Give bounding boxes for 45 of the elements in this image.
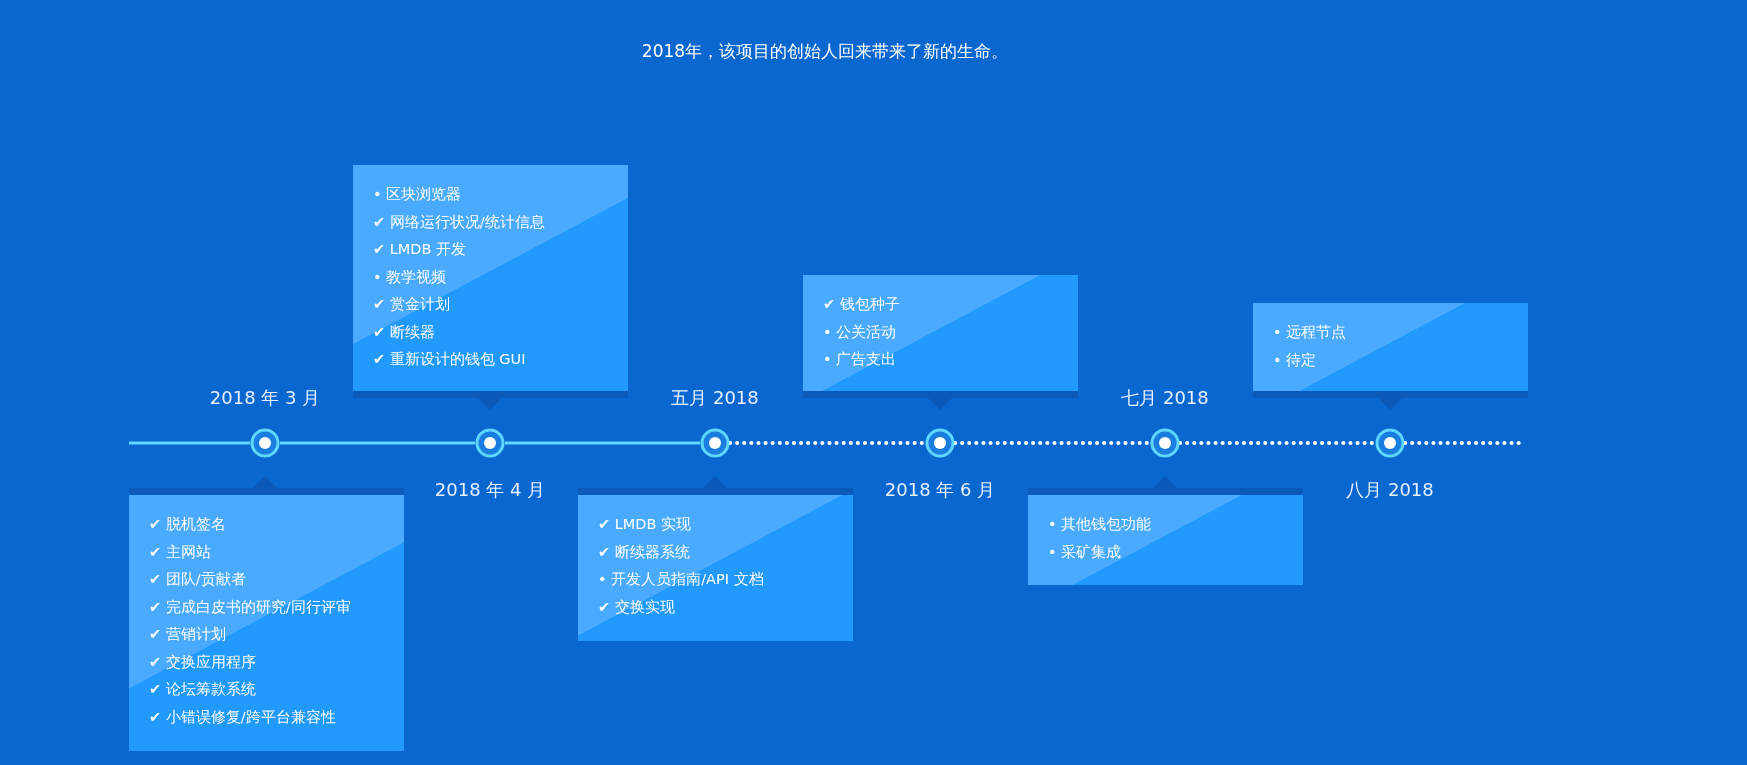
list-item: ✔ LMDB 开发 <box>373 240 468 259</box>
date-label: 2018 年 3 月 <box>209 386 321 410</box>
list-item: ✔ 小错误修复/跨平台兼容性 <box>149 707 337 727</box>
milestone-marker <box>925 428 955 458</box>
dotted-timeline-line <box>728 441 927 445</box>
date-label: 八月 2018 <box>1346 478 1434 502</box>
list-item: • 开发人员指南/API 文档 <box>598 570 765 589</box>
list-item: ✔ 钱包种子 <box>823 295 901 314</box>
list-item: • 待定 <box>1273 350 1318 370</box>
timeline-line <box>505 441 700 445</box>
milestone-marker <box>700 428 730 458</box>
milestone-marker <box>475 428 505 458</box>
list-item: • 远程节点 <box>1273 323 1348 342</box>
list-item: ✔ 网络运行状况/统计信息 <box>373 212 546 232</box>
list-item: ✔ 重新设计的钱包 GUI <box>373 350 527 369</box>
date-label: 七月 2018 <box>1121 386 1209 410</box>
milestone-marker <box>1150 428 1180 458</box>
list-item: • 采矿集成 <box>1048 542 1123 562</box>
dotted-timeline-line <box>1178 441 1377 445</box>
dotted-timeline-line <box>953 441 1152 445</box>
list-item: ✔ LMDB 实现 <box>598 515 693 534</box>
list-item: • 区块浏览器 <box>373 185 463 204</box>
list-item: ✔ 脱机签名 <box>149 515 227 534</box>
list-item: ✔ 团队/贡献者 <box>149 570 247 589</box>
list-item: • 教学视频 <box>373 267 448 287</box>
list-item: ✔ 断续器系统 <box>598 542 691 562</box>
date-label: 2018 年 4 月 <box>434 478 546 502</box>
list-item: ✔ 营销计划 <box>149 625 227 644</box>
milestone-marker <box>250 428 280 458</box>
date-label: 2018 年 6 月 <box>884 478 996 502</box>
list-item: ✔ 完成白皮书的研究/同行评审 <box>149 597 352 617</box>
list-item: • 其他钱包功能 <box>1048 515 1153 534</box>
date-label: 五月 2018 <box>671 386 759 410</box>
list-item: • 公关活动 <box>823 322 898 342</box>
milestone-marker <box>1375 428 1405 458</box>
list-item: ✔ 交换应用程序 <box>149 652 257 672</box>
list-item: ✔ 断续器 <box>373 322 436 342</box>
list-item: ✔ 论坛筹款系统 <box>149 680 257 699</box>
intro-text: 2018年，该项目的创始人回来带来了新的生命。 <box>640 40 1010 63</box>
list-item: ✔ 赏金计划 <box>373 295 451 314</box>
timeline-line <box>280 441 475 445</box>
timeline-line <box>129 441 250 445</box>
list-item: • 广告支出 <box>823 350 898 369</box>
list-item: ✔ 交换实现 <box>598 597 676 617</box>
list-item: ✔ 主网站 <box>149 542 212 562</box>
